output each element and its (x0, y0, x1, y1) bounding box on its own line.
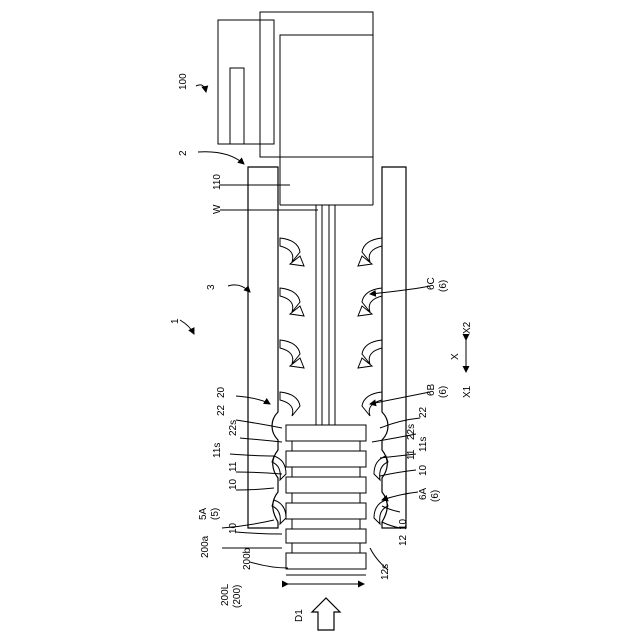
label-5a: 5A (198, 507, 209, 520)
label-11-left: 11 (228, 461, 239, 472)
label-3: 3 (206, 284, 217, 290)
label-x2: X2 (462, 321, 473, 334)
label-12s: 12s (380, 564, 391, 580)
label-6c-sub: (6) (438, 280, 449, 292)
wire-w (316, 205, 335, 425)
label-100: 100 (178, 73, 189, 90)
label-10-right-lower: 10 (398, 518, 409, 530)
label-22s-left: 22s (228, 420, 239, 436)
label-5a-sub: (5) (210, 508, 221, 520)
label-200a: 200a (200, 535, 211, 558)
label-20: 20 (216, 386, 227, 398)
label-12: 12 (398, 534, 409, 546)
label-11s-right: 11s (418, 437, 429, 452)
fins-right (358, 238, 382, 416)
label-w: W (212, 204, 223, 214)
lower-fins (272, 456, 388, 524)
label-x: X (450, 353, 461, 360)
device-body (218, 12, 373, 157)
right-tube-wall (382, 167, 406, 528)
label-10-left-lower: 10 (228, 522, 239, 534)
leader-lines (180, 85, 430, 570)
label-200l: 200L (220, 583, 231, 606)
label-6b-sub: (6) (438, 386, 449, 398)
label-6c: 6C (426, 277, 437, 290)
member-110 (280, 157, 373, 205)
label-10-right-upper: 10 (418, 464, 429, 476)
label-6a: 6A (418, 487, 429, 500)
label-d1: D1 (294, 609, 305, 622)
label-110: 110 (212, 174, 223, 190)
label-6a-sub: (6) (430, 490, 441, 502)
label-x1: X1 (462, 385, 473, 398)
fins-left (280, 238, 304, 416)
label-22-left: 22 (216, 404, 227, 416)
stack-200l (286, 425, 366, 575)
label-22-right: 22 (418, 406, 429, 418)
label-200l-sub: (200) (232, 585, 243, 608)
label-200b: 200b (242, 547, 253, 570)
label-22s-right: 22s (406, 424, 417, 440)
input-arrow (312, 598, 340, 630)
label-11-right: 11 (406, 449, 417, 460)
label-2: 2 (178, 150, 189, 156)
label-10-left-upper: 10 (228, 478, 239, 490)
label-11s-left: 11s (212, 443, 223, 458)
label-6b: 6B (426, 383, 437, 396)
label-1: 1 (170, 318, 181, 324)
